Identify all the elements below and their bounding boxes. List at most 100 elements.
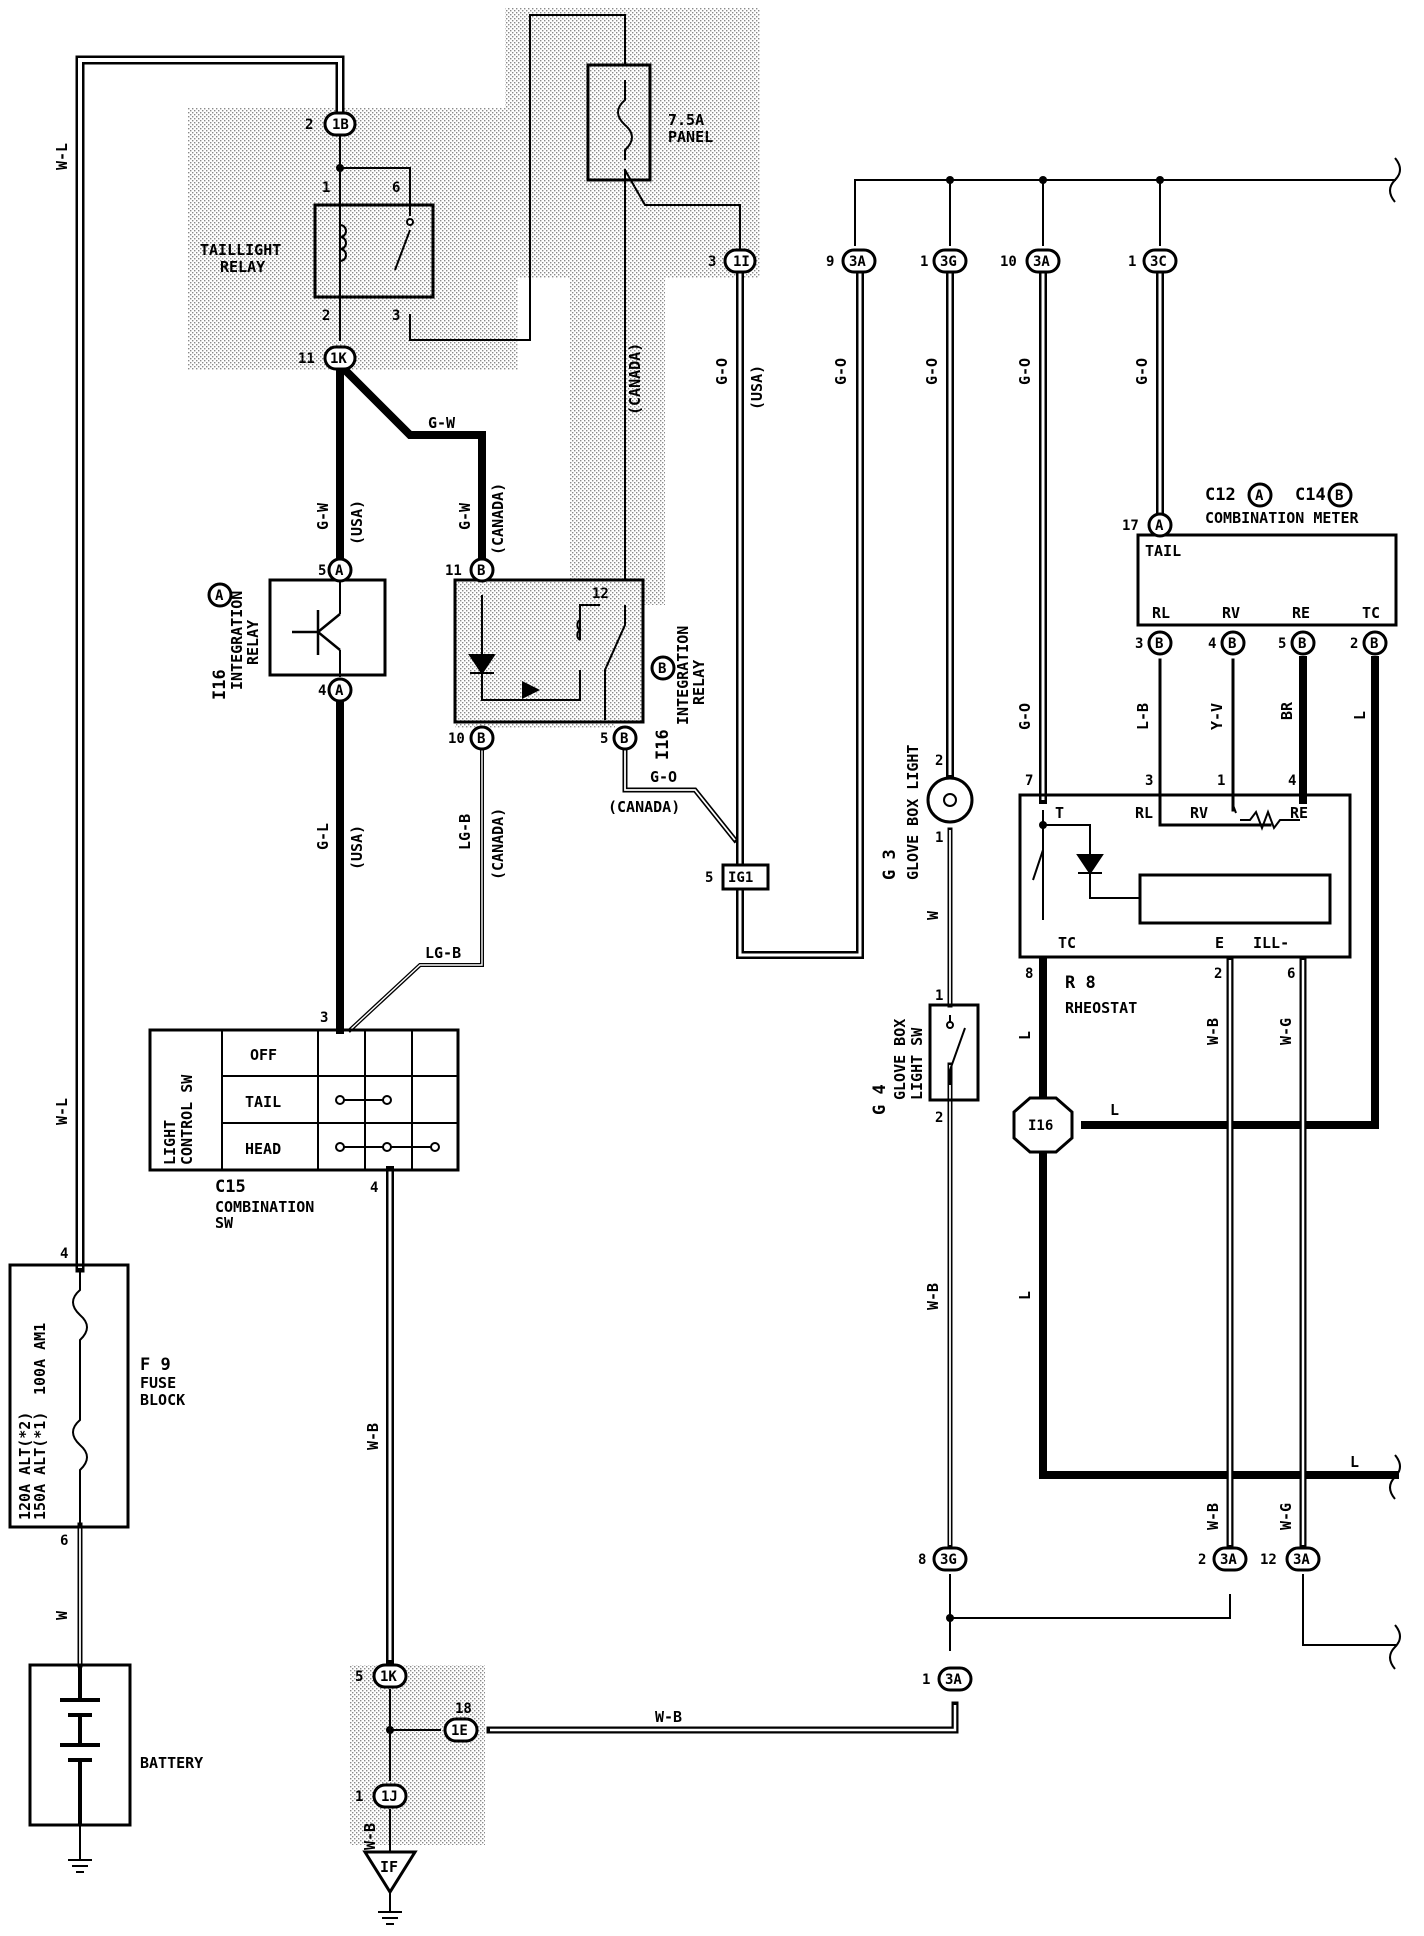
- meter-tail: TAIL: [1145, 542, 1181, 560]
- pin: 1: [1128, 254, 1136, 270]
- i16-a-line-2: RELAY: [244, 620, 262, 665]
- pin: 10: [448, 731, 465, 747]
- wire-labels: W-L W-L G-W (USA) G-W G-W (CANADA) (CANA…: [53, 143, 1369, 1850]
- connector-1k-top: 1K: [323, 345, 357, 371]
- pin: 1: [935, 988, 943, 1004]
- combination-sw-line-2: SW: [215, 1214, 234, 1232]
- wire-label: G-O: [1016, 358, 1034, 385]
- meter-rl: RL: [1152, 604, 1170, 622]
- connector-3a-10: 3A: [1025, 248, 1061, 274]
- conn-b-5-label: B: [620, 731, 628, 747]
- wire-label: L: [1016, 1031, 1034, 1040]
- connector-3a-2-label: 3A: [1220, 1552, 1237, 1568]
- conn-a-i16a-label: A: [215, 588, 224, 604]
- i16-b-id: I16: [653, 729, 673, 760]
- connector-3c-label: 3C: [1150, 254, 1167, 270]
- connectors: 1B 1K 1I 3A 3G 3A 3C IG1 3G 3A 3A 3A 1K …: [207, 111, 1388, 1809]
- junction-block-shading: [188, 8, 760, 1845]
- light-control-line-2: CONTROL SW: [178, 1074, 196, 1165]
- glove-box-light-name: GLOVE BOX LIGHT: [904, 745, 922, 880]
- pin: 1: [920, 254, 928, 270]
- glove-box-sw-line-1: GLOVE BOX: [891, 1019, 909, 1100]
- fuse-block-line-2: BLOCK: [140, 1391, 185, 1409]
- conn-b-c14: B: [1327, 482, 1353, 508]
- pin: 4: [1288, 773, 1296, 789]
- connector-1k-bot: 1K: [372, 1663, 408, 1689]
- wires: [75, 14, 1399, 1861]
- wire-label: G-O: [650, 768, 677, 786]
- wire-label: G-L: [314, 823, 332, 850]
- conn-a-4-label: A: [335, 683, 344, 699]
- wire-label: LG-B: [425, 944, 461, 962]
- conn-b-2: B: [1362, 630, 1388, 656]
- pin: 9: [826, 254, 834, 270]
- conn-a-5: A: [327, 557, 353, 583]
- pin: 1: [1217, 773, 1225, 789]
- connector-1i-label: 1I: [733, 254, 750, 270]
- connector-1i: 1I: [723, 248, 757, 274]
- meter-re: RE: [1292, 604, 1310, 622]
- conn-b-10-label: B: [477, 731, 485, 747]
- pin: 5: [600, 731, 608, 747]
- conn-b-11: B: [469, 557, 495, 583]
- pin: 2: [1350, 636, 1358, 652]
- wire-continuation-marks: [1389, 157, 1401, 1670]
- fuse-block: 100A AM1 150A ALT(*1) 120A ALT(*2) F 9 F…: [8, 1263, 185, 1529]
- connector-1j-label: 1J: [381, 1789, 398, 1805]
- connector-3g-8-label: 3G: [940, 1552, 957, 1568]
- connector-ig1: IG1: [721, 863, 770, 891]
- connector-ig1-label: IG1: [728, 870, 753, 886]
- conn-a-5-label: A: [335, 563, 344, 579]
- wire-label: W-B: [924, 1283, 942, 1310]
- wire-label: W-L: [53, 143, 71, 170]
- connector-3a-9-label: 3A: [849, 254, 866, 270]
- junction-dots: [336, 164, 1164, 1734]
- conn-b-4: B: [1220, 630, 1246, 656]
- pin: 3: [392, 308, 400, 324]
- fuse-block-line-1: FUSE: [140, 1374, 176, 1392]
- conn-b-i16b: B: [650, 655, 676, 681]
- rheostat-rv: RV: [1190, 804, 1208, 822]
- wire-label: (CANADA): [608, 798, 680, 816]
- taillight-relay-label-1: TAILLIGHT: [200, 241, 281, 259]
- pin: 11: [298, 351, 315, 367]
- connector-3g-1-label: 3G: [940, 254, 957, 270]
- conn-a-i16a: A: [207, 582, 233, 608]
- wire-label: L: [1350, 1453, 1359, 1471]
- pin: 10: [1000, 254, 1017, 270]
- rheostat: T RL RV RE TC E ILL- R 8 RHEOSTAT: [1018, 793, 1352, 1017]
- connector-3a-1: 3A: [937, 1666, 973, 1692]
- battery: BATTERY: [28, 1663, 203, 1873]
- pin: 12: [1260, 1552, 1277, 1568]
- connector-3a-2: 3A: [1212, 1546, 1248, 1572]
- fuse-label-3: 120A ALT(*2): [16, 1412, 34, 1520]
- pin: 18: [455, 1701, 472, 1717]
- rheostat-rl: RL: [1135, 804, 1153, 822]
- integration-relay-b: I16 INTEGRATION RELAY: [453, 578, 708, 760]
- pin: 4: [60, 1246, 68, 1262]
- fuse-label-2: 150A ALT(*1): [31, 1412, 49, 1520]
- panel-fuse: 7.5A PANEL: [586, 63, 713, 182]
- meter-name: COMBINATION METER: [1205, 509, 1359, 527]
- wire-label: (CANADA): [626, 343, 644, 415]
- conn-b-5: B: [612, 725, 638, 751]
- connector-3a-1-label: 3A: [945, 1672, 962, 1688]
- connector-1k-top-label: 1K: [330, 351, 347, 367]
- wire-label: LG-B: [456, 814, 474, 850]
- switch-head: HEAD: [245, 1140, 281, 1158]
- meter-id-c14: C14: [1295, 485, 1326, 505]
- pin: 3: [1135, 636, 1143, 652]
- combination-sw-line-1: COMBINATION: [215, 1198, 314, 1216]
- pin: 4: [1208, 636, 1216, 652]
- pin: 2: [322, 308, 330, 324]
- ground-if-label: IF: [380, 1858, 398, 1876]
- connector-1k-bot-label: 1K: [380, 1669, 397, 1685]
- conn-b-4-label: B: [1228, 636, 1236, 652]
- conn-b-10: B: [469, 725, 495, 751]
- glove-box-sw-id: G 4: [870, 1084, 890, 1115]
- wire-label: W-B: [364, 1423, 382, 1450]
- wire-label: (USA): [348, 825, 366, 870]
- combination-sw-id: C15: [215, 1177, 246, 1197]
- pin: 1: [935, 830, 943, 846]
- fuse-label-1: 100A AM1: [31, 1323, 49, 1395]
